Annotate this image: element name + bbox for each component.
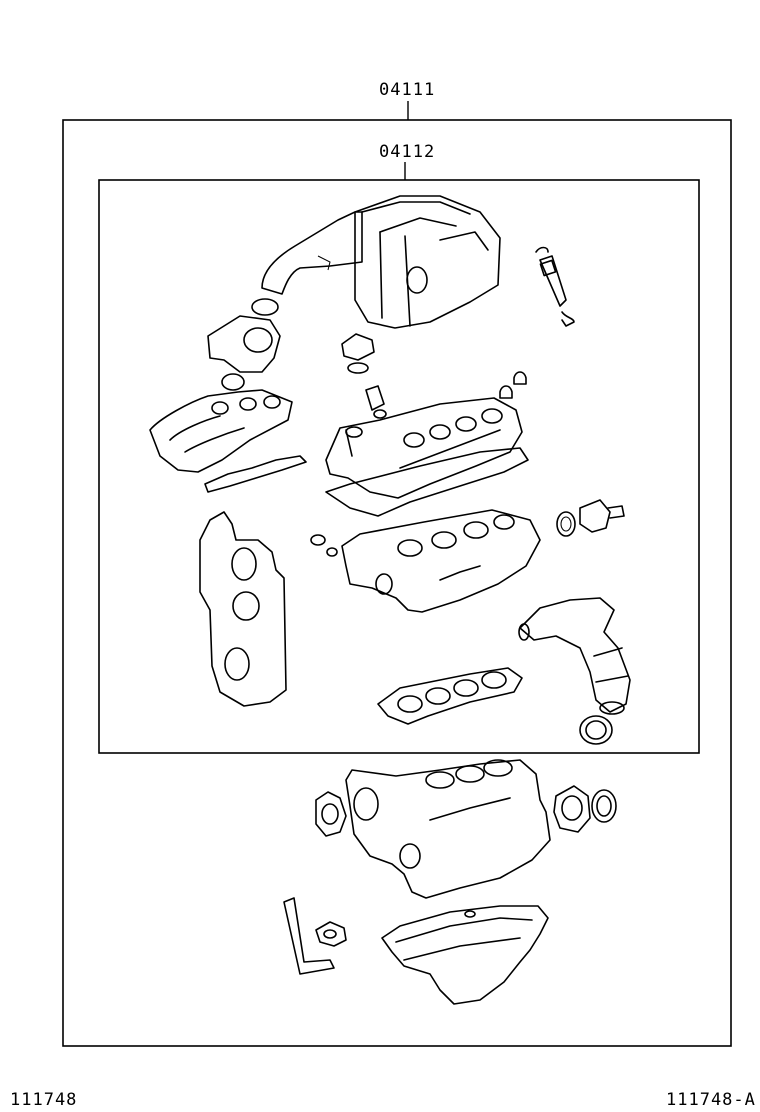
water-pump-gasket [315,791,347,837]
rear-oil-seal [591,789,617,823]
o-ring-1 [251,298,279,316]
ref-number-right: 111748-A [666,1090,756,1110]
outer-kit-frame [62,119,732,1047]
head-cover-gasket [325,447,529,517]
cylinder-block [345,759,551,899]
exhaust-pipe-gasket [579,715,613,745]
plug-cap-2 [499,385,513,399]
plug-cap-1 [513,371,527,385]
fuel-injector [535,246,575,327]
oil-pan [381,905,549,1005]
oil-strainer [283,897,347,975]
exhaust-manifold-converter [518,597,631,715]
inner-kit-frame [98,179,700,754]
o-ring-2 [221,373,245,391]
ref-number-left: 111748 [10,1090,78,1110]
oil-seal-right [556,511,576,537]
cylinder-head-gasket [377,667,523,725]
label-outer-kit: 04111 [379,80,436,100]
rear-seal-retainer-gasket [553,785,591,833]
intake-manifold-gasket [204,455,307,493]
valve-stem-seal [310,534,326,546]
water-outlet [341,333,387,419]
spark-plug-tube-seal [326,547,338,557]
timing-chain-cover [199,511,287,707]
intake-manifold [149,315,293,473]
cylinder-head [341,509,541,613]
label-inner-kit: 04112 [379,142,436,162]
water-inlet-housing [579,499,625,533]
air-intake-box [261,195,501,329]
